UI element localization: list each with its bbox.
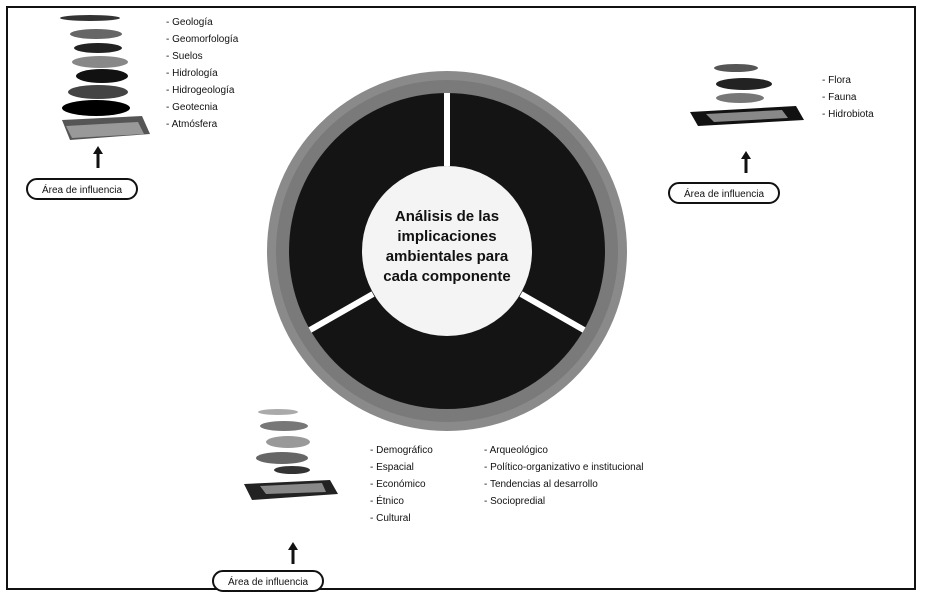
list-item: Geología [166,14,238,31]
geology-layers-illustration [60,15,150,140]
diagram-frame: Geología Geomorfología Suelos Hidrología… [6,6,916,592]
influence-area-label-socioeconomic: Área de influencia [212,570,325,592]
biotic-layers-illustration [690,64,804,126]
arrow-up-icon [93,146,103,168]
influence-area-label-geology: Área de influencia [26,178,139,200]
center-label-line-3: ambientales para [386,248,509,265]
socioeconomic-component-list-1: Demográfico Espacial Económico Étnico Cu… [370,442,433,527]
list-item: Espacial [370,459,433,476]
list-item: Hidrología [166,65,238,82]
list-item: Flora [822,72,874,89]
center-label-line-1: Análisis de las [395,208,499,225]
component-wheel: Análisis de las implicaciones ambientale… [267,71,627,431]
center-label-line-4: cada componente [383,268,511,285]
arrow-up-icon [288,542,298,564]
socioeconomic-layers-illustration [244,409,338,500]
list-item: Atmósfera [166,116,238,133]
list-item: Geomorfología [166,31,238,48]
wheel-dividers [308,93,586,333]
list-item: Arqueológico [484,442,644,459]
arrow-up-icon [741,151,751,173]
list-item: Demográfico [370,442,433,459]
center-label-line-2: implicaciones [397,228,496,245]
list-item: Étnico [370,493,433,510]
list-item: Tendencias al desarrollo [484,476,644,493]
wheel-hub [362,166,532,336]
list-item: Cultural [370,510,433,527]
list-item: Hidrobiota [822,106,874,123]
influence-area-label-biotic: Área de influencia [668,182,781,204]
geology-component-list: Geología Geomorfología Suelos Hidrología… [166,14,239,133]
list-item: Hidrogeología [166,82,238,99]
list-item: Fauna [822,89,874,106]
list-item: Económico [370,476,433,493]
list-item: Sociopredial [484,493,644,510]
socioeconomic-component-list-2: Arqueológico Político-organizativo e ins… [484,442,644,510]
list-item: Suelos [166,48,238,65]
biotic-component-list: Flora Fauna Hidrobiota [822,72,874,123]
list-item: Político-organizativo e institucional [484,459,643,476]
list-item: Geotecnia [166,99,238,116]
